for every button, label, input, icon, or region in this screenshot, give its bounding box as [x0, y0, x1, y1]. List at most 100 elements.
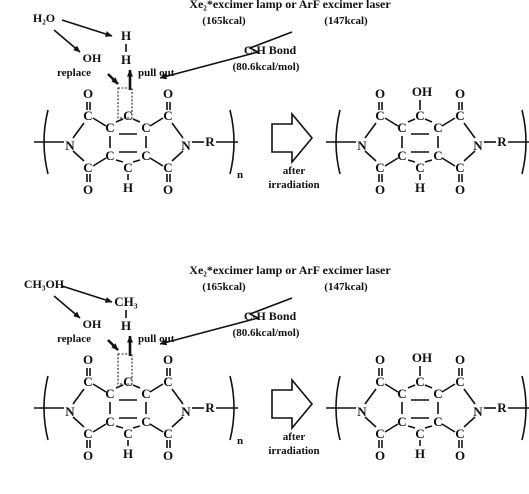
reactant-carbonyl-oxygen: O — [83, 352, 93, 367]
product-ring-carbon: C — [415, 160, 424, 175]
product-ring-bond — [408, 385, 415, 388]
product-hydroxyl-group: OH — [412, 84, 432, 99]
product-ring-carbon: C — [397, 414, 406, 429]
reactant-repeat-index: n — [237, 169, 243, 181]
reactant-imide-bond — [150, 118, 163, 126]
process-label-after: after — [283, 431, 306, 443]
reactant-imide-nitrogen: N — [181, 138, 191, 153]
product-carbonyl-oxygen: O — [375, 448, 385, 463]
product-carbonyl-carbon: C — [375, 108, 384, 123]
reagent-to-oh-arrow — [54, 296, 80, 318]
product-r-group: R — [497, 400, 507, 415]
product-ring-bond — [408, 426, 415, 428]
reactant-carbonyl-carbon: C — [163, 160, 172, 175]
product-ring-carbon: C — [415, 374, 424, 389]
product-ring-carbon: C — [397, 386, 406, 401]
reactant-ring-bond — [133, 385, 140, 388]
reactant-imide-bond — [73, 151, 84, 161]
product-imide-bond — [365, 389, 376, 404]
product-ring-bond — [408, 160, 415, 162]
reactant-ring-carbon: C — [141, 148, 150, 163]
process-arrow — [272, 380, 312, 428]
process-arrow — [272, 114, 312, 162]
reactant-imide-bond — [150, 158, 163, 166]
reactant-carbonyl-oxygen: O — [83, 448, 93, 463]
product-ring-bond — [425, 160, 432, 162]
product-ring-bond — [425, 119, 432, 122]
process-label-irradiation: irradiation — [268, 179, 319, 191]
product-imide-bond — [464, 417, 475, 427]
reagent-to-oh-arrow — [54, 30, 80, 52]
reactant-ring-carbon: C — [141, 386, 150, 401]
reactant-carbonyl-carbon: C — [83, 374, 92, 389]
leaving-group-top: H — [121, 28, 131, 43]
reactant-imide-bond — [150, 384, 163, 392]
reactant-imide-nitrogen: N — [181, 404, 191, 419]
product-carbonyl-oxygen: O — [455, 352, 465, 367]
product-ring-carbon: C — [397, 148, 406, 163]
bond-energy-label: (80.6kcal/mol) — [233, 327, 300, 339]
replace-label: replace — [57, 333, 91, 345]
product-imide-bond — [442, 424, 455, 432]
product-carbonyl-carbon: C — [375, 374, 384, 389]
reactant-ring-carbon: C — [105, 414, 114, 429]
product-imide-bond — [365, 123, 376, 138]
product-carbonyl-carbon: C — [455, 426, 464, 441]
product-imide-nitrogen: N — [473, 138, 483, 153]
reactant-ring-bond — [133, 160, 140, 162]
reactant-carbonyl-carbon: C — [83, 160, 92, 175]
product-imide-bond — [442, 158, 455, 166]
process-label-after: after — [283, 165, 306, 177]
reactant-carbonyl-oxygen: O — [163, 352, 173, 367]
pull-out-label: pull out — [138, 333, 175, 345]
reactant-ring-carbon: C — [141, 120, 150, 135]
laser-energy-label: (147kcal) — [324, 281, 368, 293]
reactant-imide-bond — [73, 389, 84, 404]
reactant-ring-carbon: C — [105, 386, 114, 401]
reactant-r-group: R — [205, 134, 215, 149]
energy-source-label: Xe₂*excimer lamp or ArF excimer laser — [189, 263, 391, 277]
reactant-carbonyl-oxygen: O — [163, 182, 173, 197]
product-imide-bond — [385, 384, 398, 392]
product-imide-bond — [385, 424, 398, 432]
reactant-carbonyl-carbon: C — [83, 108, 92, 123]
reactant-imide-bond — [172, 123, 183, 138]
replace-arrow — [108, 340, 118, 350]
product-imide-bond — [464, 123, 475, 138]
reactant-ring-bond — [133, 426, 140, 428]
product-carbonyl-carbon: C — [375, 426, 384, 441]
product-carbonyl-carbon: C — [455, 160, 464, 175]
reactant-imide-bond — [73, 417, 84, 427]
product-imide-bond — [365, 151, 376, 161]
product-imide-bond — [365, 417, 376, 427]
hydroxyl-label: OH — [83, 51, 102, 65]
bond-energy-label: (80.6kcal/mol) — [233, 61, 300, 73]
product-carbonyl-carbon: C — [455, 108, 464, 123]
product-ring-bond — [425, 385, 432, 388]
reactant-ring-hydrogen: H — [123, 446, 133, 461]
reactant-ring-carbon: C — [123, 374, 132, 389]
product-hydroxyl-group: OH — [412, 350, 432, 365]
process-label-irradiation: irradiation — [268, 445, 319, 457]
reaction-panel: Xe₂*excimer lamp or ArF excimer laser(16… — [33, 0, 529, 197]
bond-name-label: C-H Bond — [244, 43, 297, 57]
product-ring-bond — [408, 119, 415, 122]
leaving-hydrogen: H — [121, 52, 131, 67]
reactant-ring-bond — [116, 426, 123, 428]
reactant-ring-carbon: C — [123, 426, 132, 441]
reactant-ring-bond — [116, 119, 123, 122]
reactant-ring-bond — [116, 385, 123, 388]
reagent-to-h-arrow — [62, 286, 112, 302]
leaving-group-top: CH₃ — [114, 294, 138, 309]
product-ring-carbon: C — [415, 108, 424, 123]
reactant-imide-bond — [172, 417, 183, 427]
product-carbonyl-oxygen: O — [375, 86, 385, 101]
reactant-carbonyl-oxygen: O — [163, 86, 173, 101]
lamp-energy-label: (165kcal) — [202, 281, 246, 293]
reactant-carbonyl-carbon: C — [163, 426, 172, 441]
product-carbonyl-oxygen: O — [455, 182, 465, 197]
product-carbonyl-oxygen: O — [375, 182, 385, 197]
reactant-carbonyl-carbon: C — [83, 426, 92, 441]
